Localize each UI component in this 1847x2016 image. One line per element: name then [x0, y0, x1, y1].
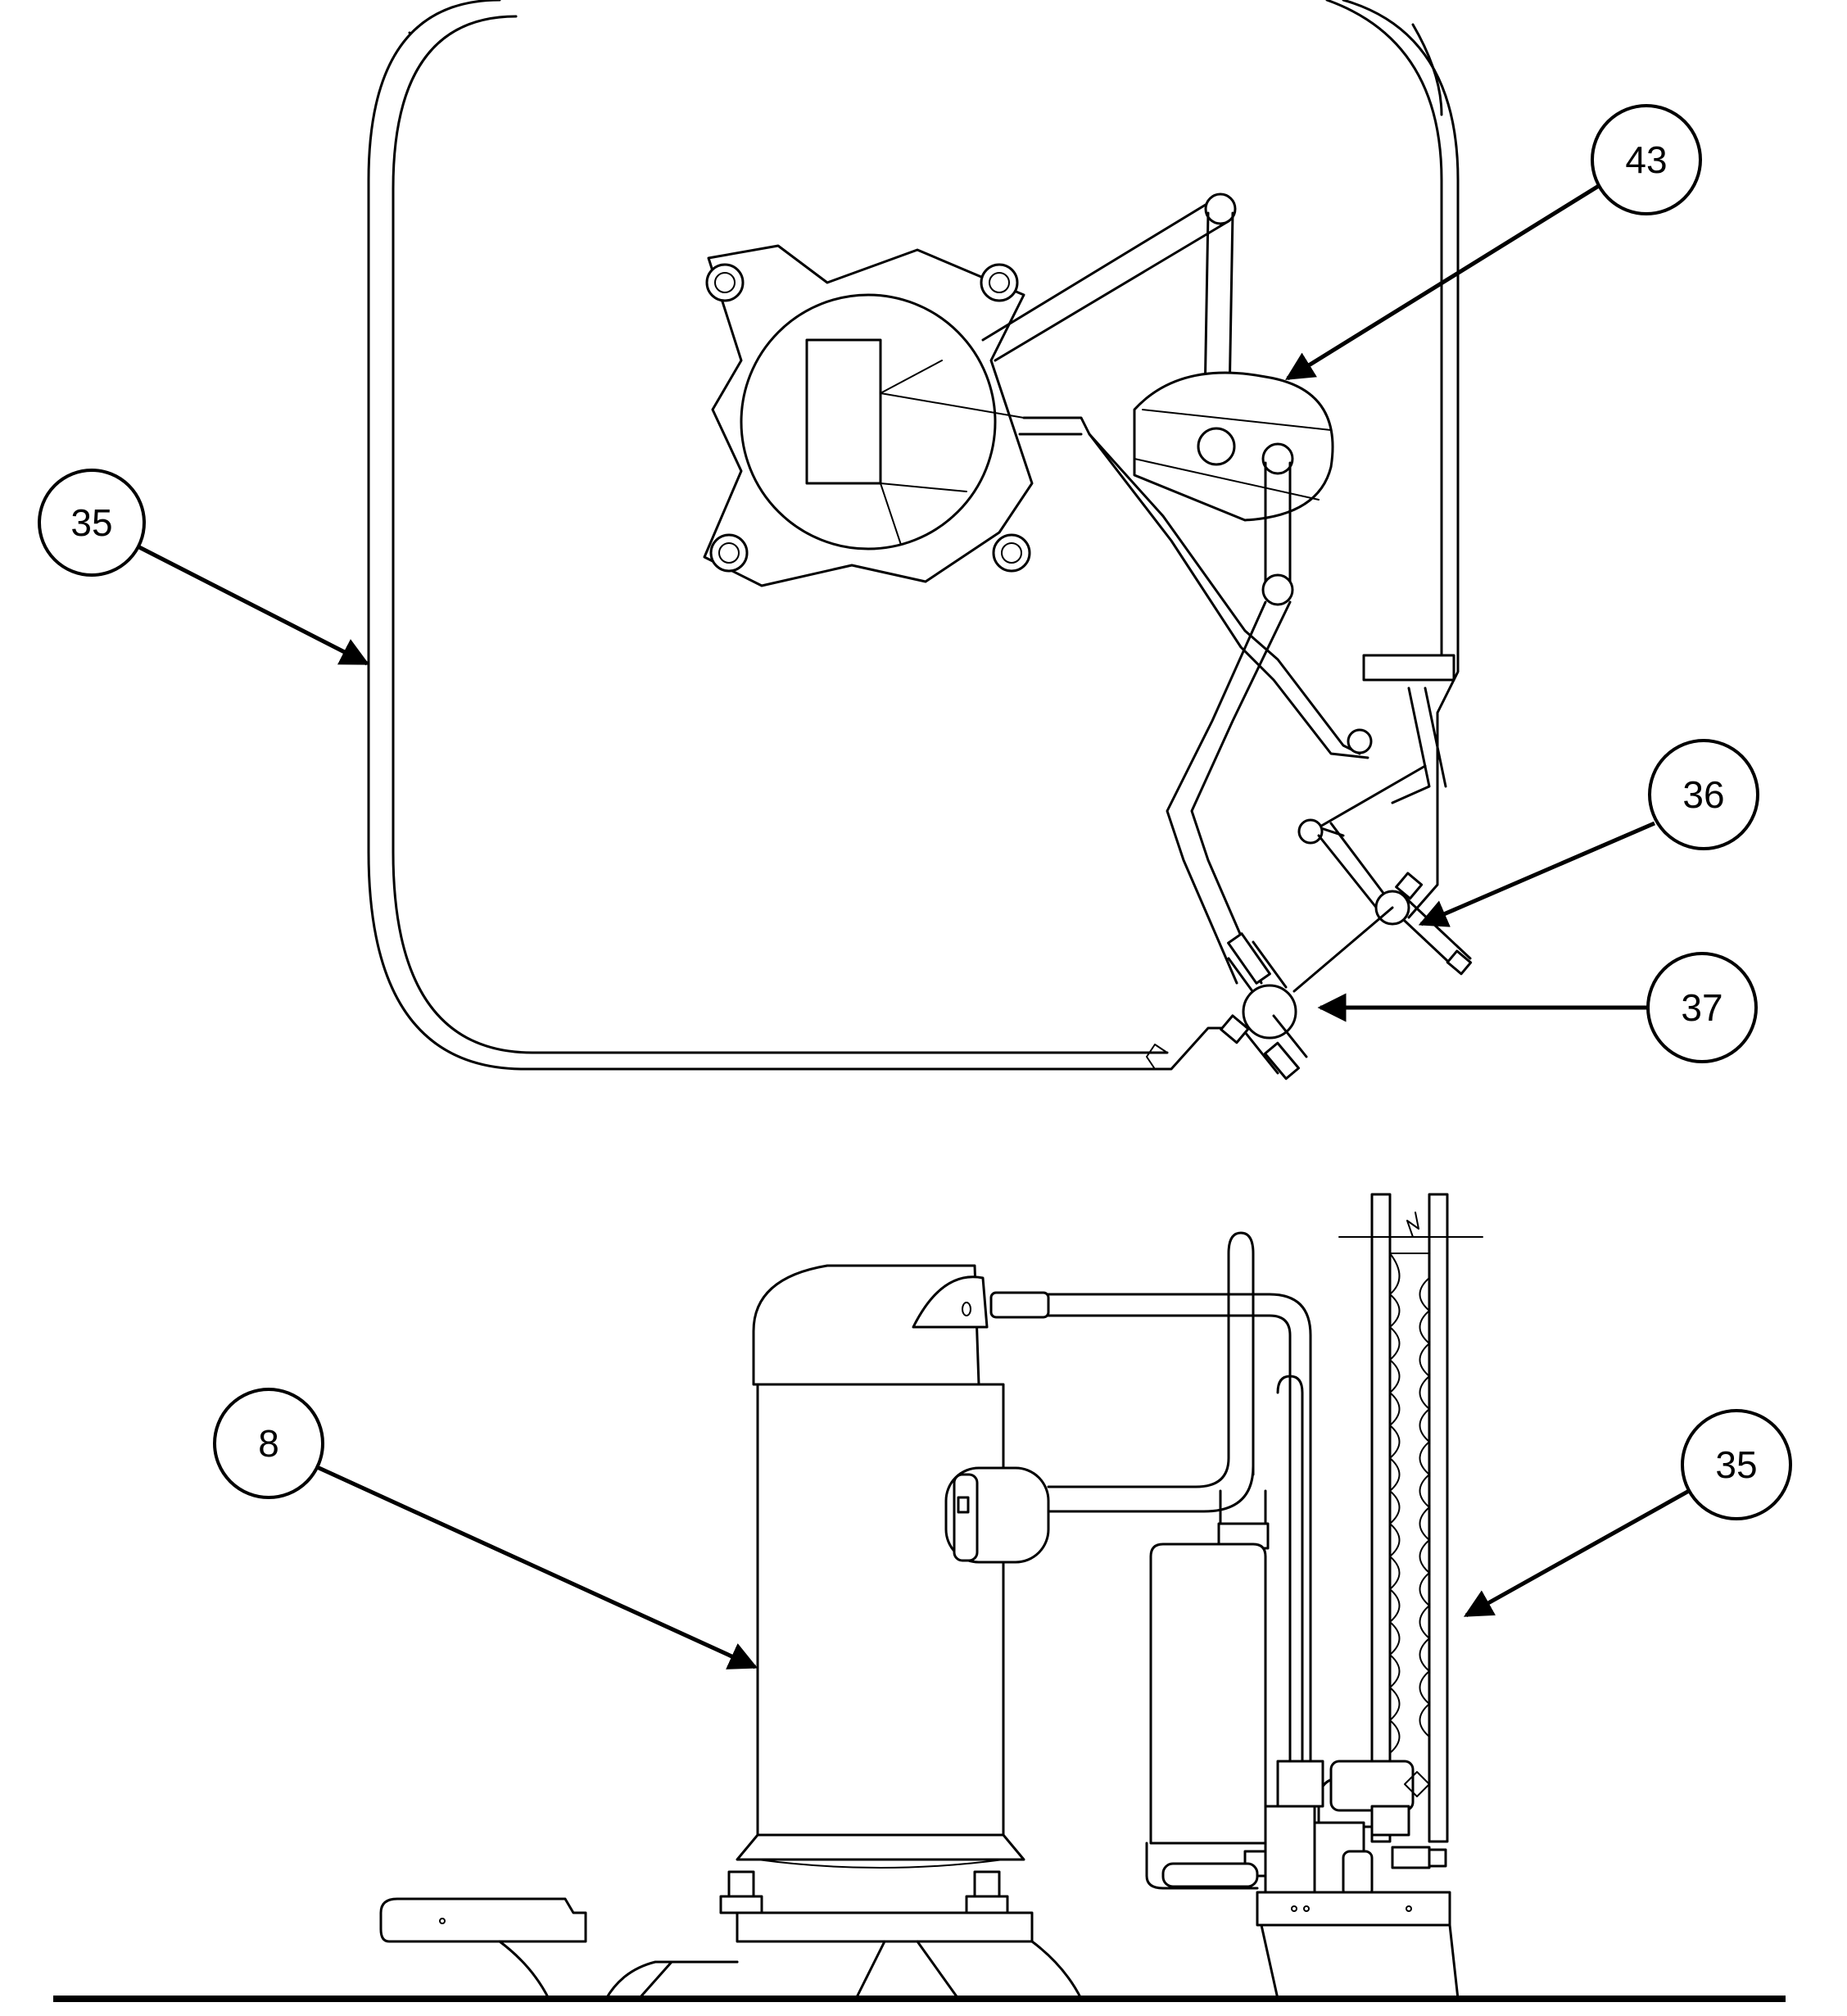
callout-35-top: 35 [38, 469, 370, 666]
callout-label: 35 [1715, 1443, 1757, 1486]
mount-bolt [709, 533, 749, 573]
compressor-top [703, 244, 1034, 587]
base-rails [379, 1842, 1460, 2000]
callout-label: 35 [70, 501, 112, 544]
compressor-side [736, 1264, 1050, 1869]
mount-bolt [980, 263, 1019, 302]
side-view [53, 1193, 1786, 2002]
callout-label: 37 [1681, 986, 1723, 1029]
callout-8: 8 [213, 1388, 758, 1669]
callout-label: 8 [258, 1422, 279, 1465]
callout-37: 37 [1317, 952, 1758, 1063]
accumulator-top [1133, 371, 1334, 606]
suction-line-top [1018, 416, 1447, 985]
coil-side [1309, 1193, 1483, 1843]
callout-label: 36 [1682, 773, 1724, 816]
callout-label: 43 [1625, 138, 1667, 181]
discharge-line-side [989, 1231, 1312, 1763]
callout-35-bottom: 35 [1463, 1409, 1792, 1618]
accumulator-side [1149, 1375, 1304, 1845]
callout-36: 36 [1418, 739, 1759, 927]
coil-frame-top [367, 0, 1460, 1071]
callout-43: 43 [1285, 104, 1702, 381]
mount-bolt [705, 263, 745, 302]
mount-bolt [992, 533, 1031, 573]
top-view [367, 0, 1473, 1080]
valve-block-side [1161, 1760, 1451, 1927]
service-valve-37 [1220, 906, 1394, 1080]
